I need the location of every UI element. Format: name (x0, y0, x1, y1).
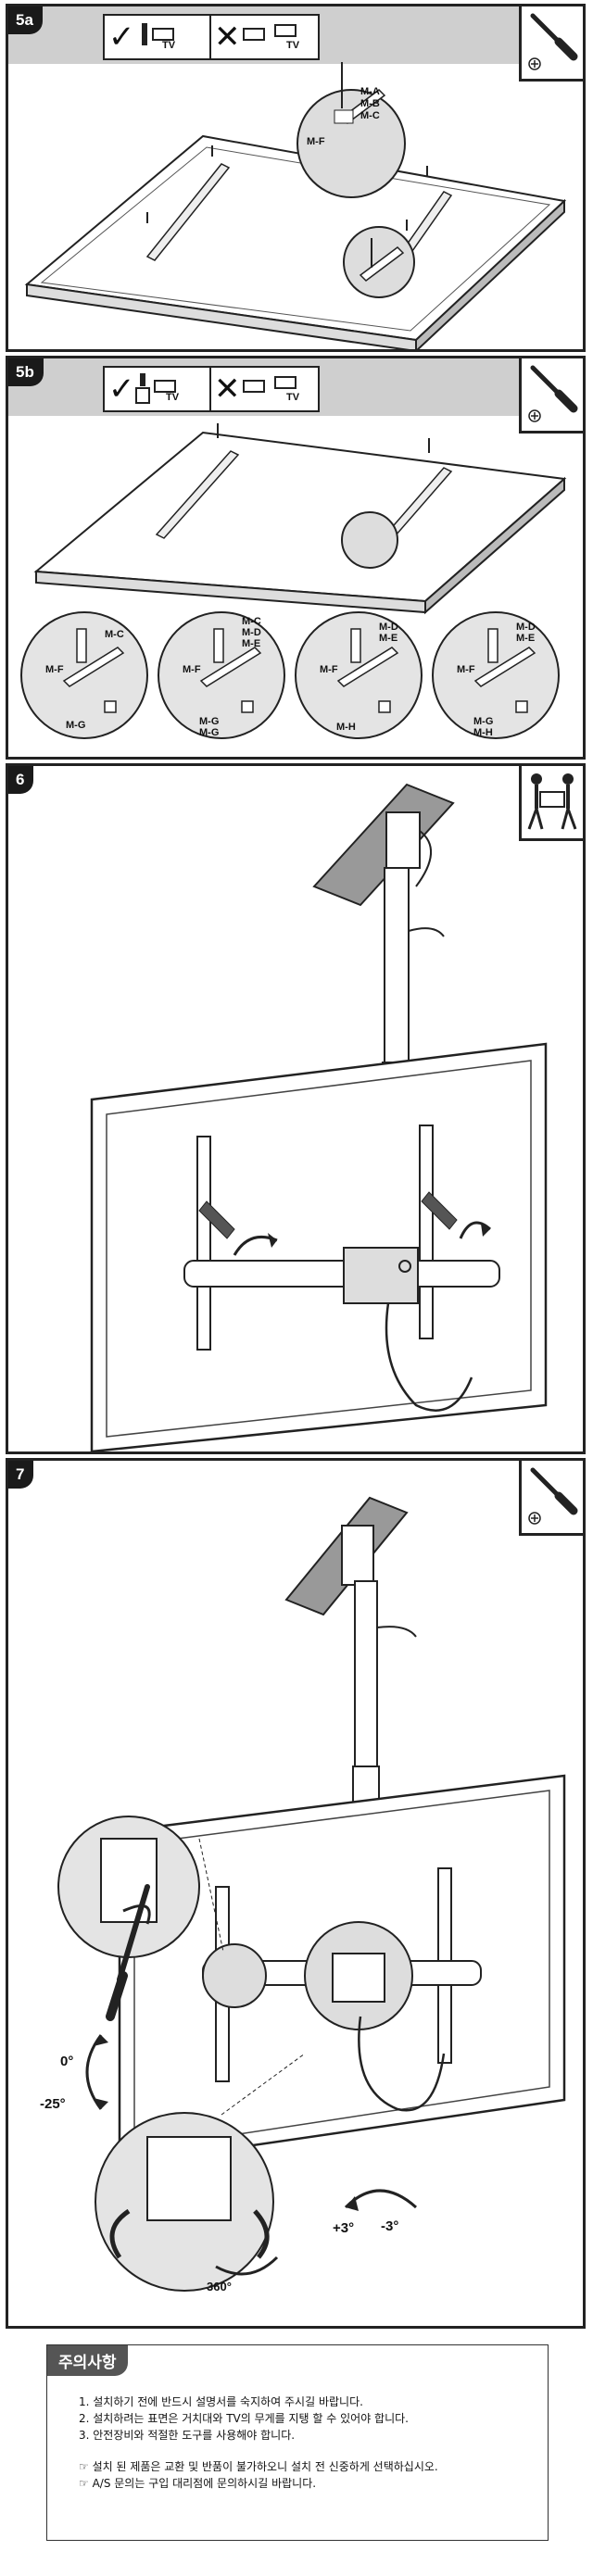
callout-label: M-C (105, 629, 124, 640)
tilt-angle-label: -25° (40, 2096, 66, 2112)
callout-label: M-E (242, 638, 261, 649)
swivel-angle-label: +3° (333, 2220, 355, 2236)
check-icon: ✓ (108, 19, 135, 55)
callout-label: M-A (360, 86, 380, 97)
correct-incorrect-badge: ✓ TV ✕ TV (103, 366, 320, 412)
notice-note: ☞ 설치 된 제품은 교환 및 반품이 불가하오니 설치 전 신중하게 선택하십… (79, 2460, 438, 2473)
two-person-lift-icon (527, 773, 577, 830)
callout-label: M-C (242, 616, 261, 627)
notice-item: 2. 설치하려는 표면은 거치대와 TV의 무게를 지탱 할 수 있어야 합니다… (79, 2412, 409, 2425)
screwdriver-tool-box (519, 1461, 583, 1536)
callout-label: M-G (199, 727, 220, 738)
notice-item: 1. 설치하기 전에 반드시 설명서를 숙지하여 주시길 바랍니다. (79, 2395, 363, 2408)
cross-icon: ✕ (214, 19, 241, 55)
callout-label: M-B (360, 98, 380, 109)
caution-notice-box: 주의사항 1. 설치하기 전에 반드시 설명서를 숙지하여 주시길 바랍니다. … (46, 2344, 549, 2541)
tv-label: TV (286, 392, 300, 403)
notice-note: ☞ A/S 문의는 구입 대리점에 문의하시길 바랍니다. (79, 2477, 317, 2490)
callout-label: M-G (66, 720, 86, 731)
check-icon: ✓ (108, 371, 135, 407)
tv-label: TV (286, 40, 300, 51)
notice-body: 1. 설치하기 전에 반드시 설명서를 숙지하여 주시길 바랍니다. 2. 설치… (79, 2394, 538, 2492)
callout-label: M-F (457, 664, 475, 675)
callout-label: M-F (307, 136, 325, 147)
callout-label: M-F (183, 664, 201, 675)
callout-label: M-G (199, 716, 220, 727)
step-6-panel: 6 (6, 763, 586, 1454)
tv-label: TV (162, 40, 176, 51)
tilt-swivel-adjust-illustration (57, 1496, 566, 2292)
tv-label: TV (166, 392, 180, 403)
callout-label: M-H (336, 722, 356, 733)
callout-label: M-H (473, 727, 493, 738)
notice-item: 3. 안전장비와 적절한 도구를 사용해야 합니다. (79, 2429, 296, 2442)
tilt-angle-label: 0° (60, 2054, 74, 2069)
two-person-box (519, 766, 583, 841)
callout-label: M-E (379, 633, 398, 644)
screwdriver-tool-box (519, 6, 583, 82)
step-number: 6 (8, 766, 34, 794)
step-7-panel: 7 (6, 1458, 586, 2329)
step-5a-panel: 5a ✓ TV ✕ TV (6, 4, 586, 352)
rotate-angle-label: 360° (207, 2280, 232, 2293)
callout-label: M-D (379, 622, 398, 633)
callout-label: M-D (242, 627, 261, 638)
callout-label: M-F (320, 664, 338, 675)
swivel-angle-label: -3° (381, 2218, 399, 2234)
callout-label: M-D (516, 622, 536, 633)
callout-label: M-F (45, 664, 64, 675)
callout-label: M-C (360, 110, 380, 121)
screwdriver-tool-box (519, 358, 583, 434)
bolt-spacer-icon (135, 368, 296, 410)
step-5b-panel: 5b ✓ TV ✕ TV (6, 356, 586, 760)
step-number: 5a (8, 6, 43, 34)
cross-icon: ✕ (214, 371, 241, 407)
screwdriver-icon (528, 13, 578, 70)
bolt-icon (142, 16, 296, 58)
tv-back-illustration (24, 62, 567, 349)
screwdriver-icon (528, 1467, 578, 1525)
callout-label: M-E (516, 633, 536, 644)
tv-back-illustration (20, 423, 567, 739)
screwdriver-icon (528, 365, 578, 422)
callout-label: M-G (473, 716, 494, 727)
notice-title: 주의사항 (47, 2345, 128, 2376)
step-number: 7 (8, 1461, 34, 1489)
correct-incorrect-badge: ✓ TV ✕ TV (103, 14, 320, 60)
ceiling-mount-hang-illustration (90, 783, 548, 1451)
step-number: 5b (8, 358, 44, 386)
